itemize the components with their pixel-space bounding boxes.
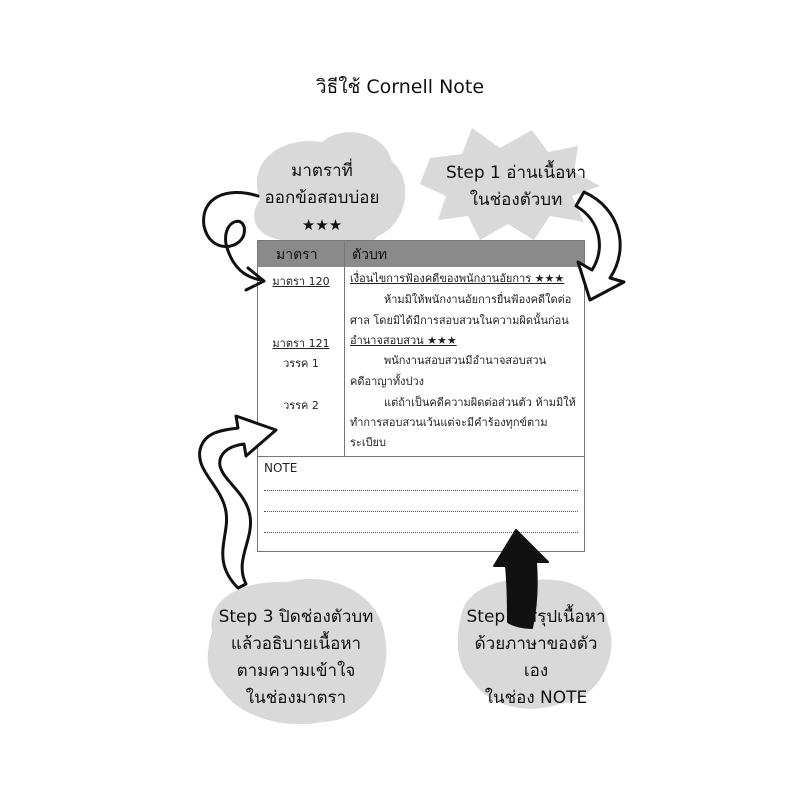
note-dotted-line xyxy=(264,511,578,512)
top-left-bubble xyxy=(254,132,406,255)
stars-rating: ★★★ xyxy=(301,216,343,234)
top-left-bubble-text: มาตราที่ ออกข้อสอบบ่อย ★★★ xyxy=(262,158,382,239)
step3-bubble-text: Step 3 ปิดช่องตัวบท แล้วอธิบายเนื้อหา ตา… xyxy=(212,604,380,712)
step1-bubble-text: Step 1 อ่านเนื้อหา ในช่องตัวบท xyxy=(436,160,596,214)
body-line: ห้ามมิให้พนักงานอัยการยื่นฟ้องคดีใดต่อ xyxy=(384,293,572,306)
body-line: พนักงานสอบสวนมีอำนาจสอบสวน xyxy=(384,354,547,367)
bubble-line: ในช่อง NOTE xyxy=(484,688,588,708)
cue-section-121: มาตรา 121 xyxy=(272,337,330,350)
bubble-line: ด้วยภาษาของตัวเอง xyxy=(474,634,598,681)
bubble-line: ตามความเข้าใจ xyxy=(236,661,356,681)
body-line: ระเบียบ xyxy=(350,436,386,449)
body-column-header: ตัวบท xyxy=(352,247,388,263)
cue-paragraph-1: วรรค 1 xyxy=(283,357,319,370)
bubble-line: Step 2 สรุปเนื้อหา xyxy=(466,607,606,627)
up-arrow-icon xyxy=(493,529,549,629)
cornell-note-box: มาตรา ตัวบท มาตรา 120 มาตรา 121 วรรค 1 ว… xyxy=(257,240,585,552)
bubble-line: ในช่องมาตรา xyxy=(245,688,347,708)
row-divider xyxy=(258,456,584,457)
note-dotted-line xyxy=(264,490,578,491)
body-line: คดีอาญาทั้งปวง xyxy=(350,375,424,388)
body-line: ศาล โดยมิได้มีการสอบสวนในความผิดนั้นก่อน xyxy=(350,314,569,327)
note-dotted-line xyxy=(264,532,578,533)
body-heading: เงื่อนไขการฟ้องคดีของพนักงานอัยการ ★★★ xyxy=(350,272,565,285)
body-line: แต่ถ้าเป็นคดีความผิดต่อส่วนตัว ห้ามมิให้ xyxy=(384,396,576,409)
cue-section-120: มาตรา 120 xyxy=(272,275,330,288)
bubble-line: แล้วอธิบายเนื้อหา xyxy=(230,634,362,654)
bubble-line: ในช่องตัวบท xyxy=(469,190,563,210)
bubble-line: Step 3 ปิดช่องตัวบท xyxy=(218,607,374,627)
cue-paragraph-2: วรรค 2 xyxy=(283,399,319,412)
bubble-line: มาตราที่ xyxy=(291,161,353,181)
curved-arrow-right-icon xyxy=(574,190,626,302)
step3-bubble xyxy=(207,578,387,725)
note-header: มาตรา ตัวบท xyxy=(258,241,584,267)
column-divider xyxy=(344,241,345,456)
step2-bubble-text: Step 2 สรุปเนื้อหา ด้วยภาษาของตัวเอง ในช… xyxy=(466,604,606,712)
step1-bubble xyxy=(420,128,600,240)
bubble-line: ออกข้อสอบบ่อย xyxy=(264,188,380,208)
body-heading: อำนาจสอบสวน ★★★ xyxy=(350,334,457,347)
wavy-arrow-left-icon xyxy=(198,414,278,590)
cue-column-header: มาตรา xyxy=(276,247,318,263)
step2-bubble xyxy=(457,579,612,709)
body-line: ทำการสอบสวนเว้นแต่จะมีคำร้องทุกข์ตาม xyxy=(350,416,548,429)
page-title: วิธีใช้ Cornell Note xyxy=(315,76,485,98)
bubble-line: Step 1 อ่านเนื้อหา xyxy=(445,163,587,183)
loop-arrow-icon xyxy=(202,191,266,292)
note-section-label: NOTE xyxy=(264,461,298,475)
